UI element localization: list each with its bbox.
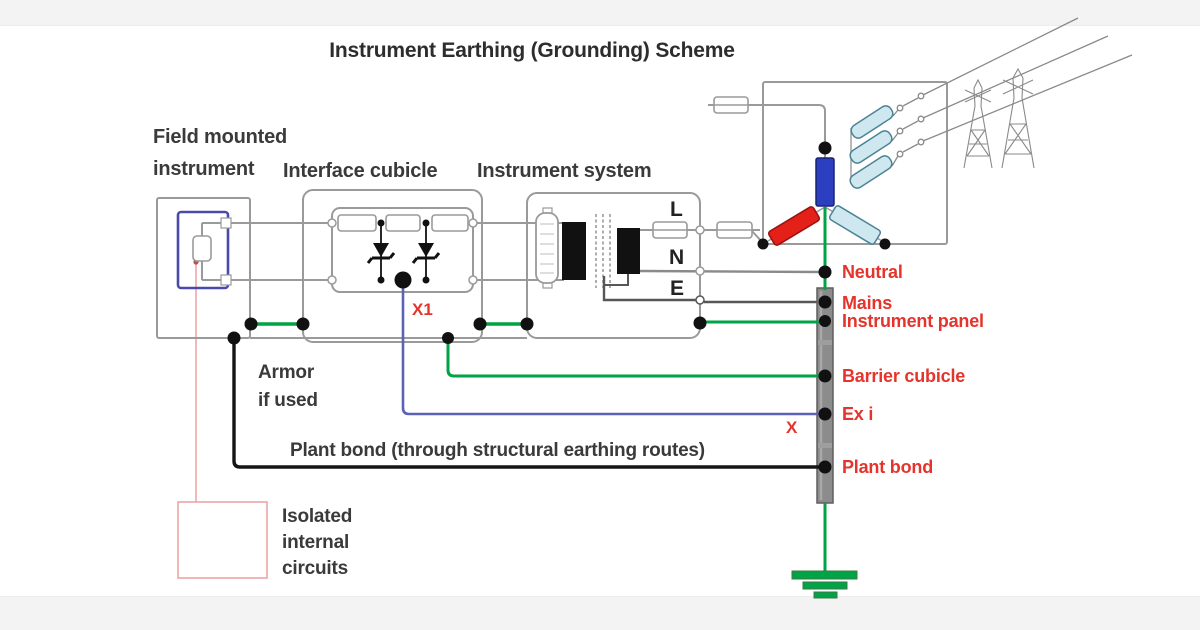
label-mains: Mains — [842, 293, 893, 313]
resistor-icon — [385, 214, 421, 232]
top-margin-strip — [0, 0, 1200, 26]
label-plant-bond: Plant bond — [842, 457, 933, 477]
interface-cubicle-label: Interface cubicle — [283, 160, 438, 182]
diagram-title: Instrument Earthing (Grounding) Scheme — [329, 39, 735, 62]
junction-dots — [227, 141, 891, 474]
winding-blue-phase — [815, 157, 835, 207]
live-line — [640, 221, 764, 244]
transmission-tower-icon — [1001, 67, 1035, 169]
plant-bond-armor — [232, 338, 820, 469]
primary-windings — [849, 105, 894, 189]
transformer-icon — [562, 214, 640, 288]
field-instrument-internals — [176, 210, 232, 290]
isolated-internal-circuit — [177, 259, 268, 579]
label-barrier-cubicle: Barrier cubicle — [842, 366, 966, 386]
plant-bond-route-note: Plant bond (through structural earthing … — [290, 440, 705, 461]
plant-bond-junction — [818, 460, 832, 474]
bonding-conductors — [232, 207, 827, 469]
resistor-icon — [192, 235, 212, 262]
isolated-circuits-label-1: Isolated — [282, 506, 353, 527]
field-instrument-label-2: instrument — [153, 158, 255, 180]
barrier-cubicle-bond — [446, 338, 820, 378]
housing-terminal — [220, 217, 232, 229]
exi-bond — [401, 280, 820, 416]
transformer-winding-icon — [849, 130, 893, 164]
system-terminals — [695, 225, 705, 305]
bottom-margin-strip — [0, 596, 1200, 630]
label-neutral: Neutral — [842, 262, 903, 282]
field-instrument-box — [156, 197, 251, 339]
winding-cyan-phase — [828, 205, 882, 245]
neutral-line — [639, 269, 821, 274]
x1-terminal-label: X1 — [412, 300, 433, 319]
label-ex-i: Ex i — [842, 404, 874, 424]
x-terminal-label: X — [786, 418, 798, 437]
instrument-system-internals — [535, 207, 821, 305]
resistor-icon — [431, 214, 469, 232]
field-instrument-label-1: Field mounted — [153, 126, 288, 148]
resistor-icon — [337, 214, 377, 232]
x1-terminal-dot — [394, 271, 412, 289]
neutral-junction — [818, 265, 832, 279]
transformer-star-windings — [767, 148, 883, 246]
interface-cubicle-box — [302, 189, 483, 343]
isolated-circuits-label-2: internal — [282, 532, 350, 553]
transmission-tower-icon — [963, 78, 993, 169]
earth-line — [602, 274, 820, 304]
earth-electrode-icon — [791, 503, 858, 599]
mains-junction — [818, 295, 832, 309]
disconnect-switch-icon — [891, 92, 925, 167]
connector-icon — [535, 207, 559, 289]
isolated-circuits-label-3: circuits — [282, 558, 348, 579]
exi-junction — [818, 407, 832, 421]
transformer-enclosure-box — [762, 81, 948, 245]
transformer-winding-icon — [849, 155, 893, 189]
label-instrument-panel: Instrument panel — [842, 311, 984, 331]
instrument-housing-blue-box — [176, 210, 230, 290]
housing-terminal — [220, 274, 232, 286]
terminal-L-label: L — [670, 198, 683, 221]
barrier-cubicle-junction — [818, 369, 832, 383]
zener-diode-icon — [411, 223, 441, 280]
mains-fuse — [708, 96, 826, 148]
instrument-system-box — [526, 192, 701, 339]
power-lines — [922, 17, 1133, 142]
isolated-circuits-box — [177, 501, 268, 579]
supply-transformer — [708, 17, 1133, 246]
winding-red-phase — [767, 206, 821, 246]
transformer-winding-icon — [850, 105, 894, 139]
terminal-E-label: E — [670, 277, 685, 300]
instrument-system-label: Instrument system — [477, 160, 652, 182]
zener-diode-icon — [366, 223, 396, 280]
instrument-panel-junction — [819, 315, 831, 327]
armor-note-1: Armor — [258, 362, 315, 383]
barrier-terminals — [327, 218, 478, 285]
safety-barrier-internals — [327, 214, 478, 285]
terminal-N-label: N — [669, 246, 685, 269]
armor-note-2: if used — [258, 390, 318, 411]
